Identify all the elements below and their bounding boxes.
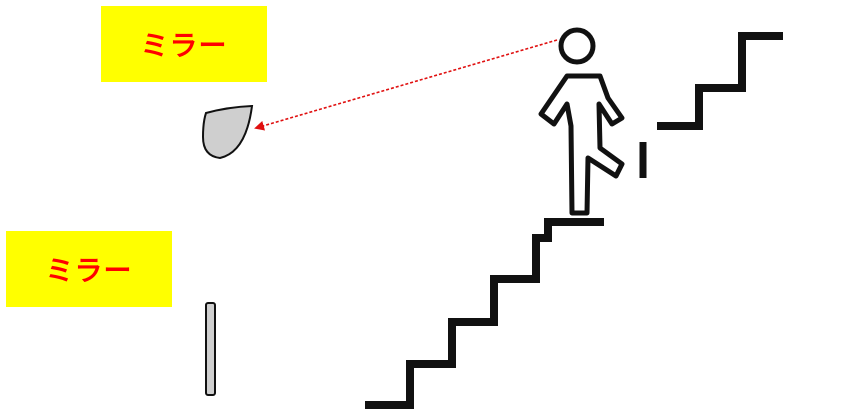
convex-mirror-icon <box>203 106 252 158</box>
upper-stairs-icon <box>657 36 783 126</box>
sight-line-arrow <box>256 40 557 128</box>
walking-person-icon <box>541 30 622 213</box>
lower-stairs-icon <box>365 222 604 405</box>
flat-mirror-icon <box>206 303 215 395</box>
